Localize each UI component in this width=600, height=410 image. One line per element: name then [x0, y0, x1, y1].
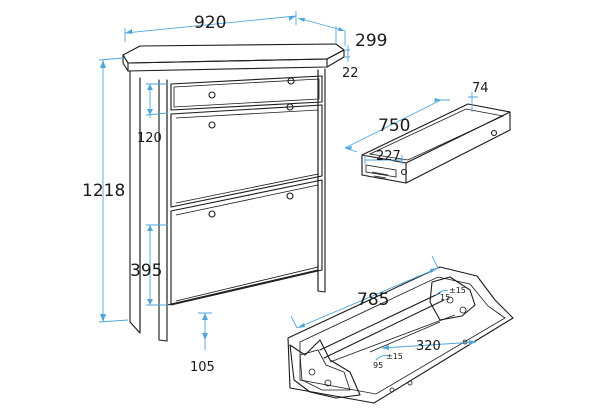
drawer-box: [361, 103, 511, 184]
label-angle-bottom: 95: [373, 361, 383, 370]
door-bracket-left-inner: [299, 349, 351, 391]
cabinet-front-view: [122, 43, 345, 342]
upper-door: [170, 104, 323, 208]
drawer-runner: [365, 164, 397, 178]
door-marker-2: [407, 380, 413, 386]
dim-line-drawer-side: [468, 92, 478, 112]
drawer-front: [170, 75, 323, 111]
label-angle-top: 15: [440, 293, 450, 302]
door-bracket-right: [429, 276, 476, 321]
drawer-dimension-labels: 750 227 74: [376, 81, 489, 164]
cabinet-top: [122, 43, 345, 64]
cabinet-left-leg: [158, 79, 168, 342]
label-width: 920: [194, 13, 226, 33]
label-drawer-depth: 227: [376, 149, 401, 164]
label-angle-tolerance-top: ±15: [449, 286, 466, 295]
drawer-knob-right: [287, 77, 295, 85]
cabinet-top-edge: [122, 54, 129, 72]
label-door-height: 395: [130, 261, 162, 281]
door-bracket-left: [289, 339, 361, 399]
door-rail-detail: [329, 314, 456, 363]
label-angle-tolerance-bottom: ±15: [386, 352, 403, 361]
drawer-front-inner: [173, 78, 320, 108]
drawer-inner: [368, 108, 505, 161]
label-top-thickness: 22: [342, 66, 359, 81]
lower-door-knob-right: [286, 192, 294, 200]
drawer-detail: [344, 92, 511, 184]
cabinet-top-side: [326, 49, 345, 68]
cabinet-top-front: [127, 58, 328, 72]
label-drawer-width: 750: [378, 116, 410, 136]
dim-line-depth: [297, 17, 346, 46]
dim-line-top-thickness: [344, 45, 350, 62]
cabinet-dimensions: [98, 11, 350, 350]
lower-door-inner: [175, 184, 319, 302]
drawer-knob-left: [208, 91, 216, 99]
angle-arc-bottom: [375, 355, 389, 361]
dim-line-height: [98, 57, 129, 323]
label-height: 1218: [82, 181, 125, 201]
label-drawer-side: 74: [472, 81, 489, 96]
door-dimension-labels: 785 320 15 ±15 95 ±15: [357, 286, 466, 370]
bracket-hole-left: [308, 368, 316, 376]
label-drawer-height: 120: [137, 131, 162, 146]
upper-door-knob-left: [208, 121, 216, 129]
door-rail: [319, 292, 445, 359]
lower-door-knob-left: [208, 210, 216, 218]
cabinet-left-side: [129, 70, 141, 334]
cabinet-base-rail: [166, 269, 319, 306]
drawer-runner-detail: [371, 171, 389, 179]
label-door-depth: 320: [416, 339, 441, 354]
dim-line-door-depth: [381, 341, 477, 349]
cabinet-dimension-labels: 920 299 22 1218 120 395 105: [82, 13, 387, 375]
dim-line-width: [124, 11, 297, 42]
dim-line-door-height: [146, 224, 168, 306]
drawer-detail-knob-left: [400, 168, 408, 176]
lower-door: [170, 179, 323, 306]
label-leg-height: 105: [190, 360, 215, 375]
upper-door-inner: [175, 109, 319, 204]
label-depth: 299: [355, 31, 387, 51]
dim-line-door-width: [290, 255, 439, 329]
bracket-hole-left-2: [324, 379, 332, 387]
door-inner-outline: [299, 276, 506, 395]
dim-line-drawer-depth: [364, 155, 403, 164]
bracket-hole-right-2: [459, 306, 467, 314]
bracket-hole-right: [446, 296, 454, 304]
door-marker-1: [389, 387, 395, 393]
door-marker-3: [462, 339, 468, 345]
angle-arc-top: [435, 290, 449, 296]
door-outline: [287, 266, 514, 404]
drawer-detail-knob-right: [490, 129, 498, 137]
label-door-width: 785: [357, 290, 389, 310]
upper-door-knob-right: [286, 103, 294, 111]
door-detail: [287, 255, 514, 404]
